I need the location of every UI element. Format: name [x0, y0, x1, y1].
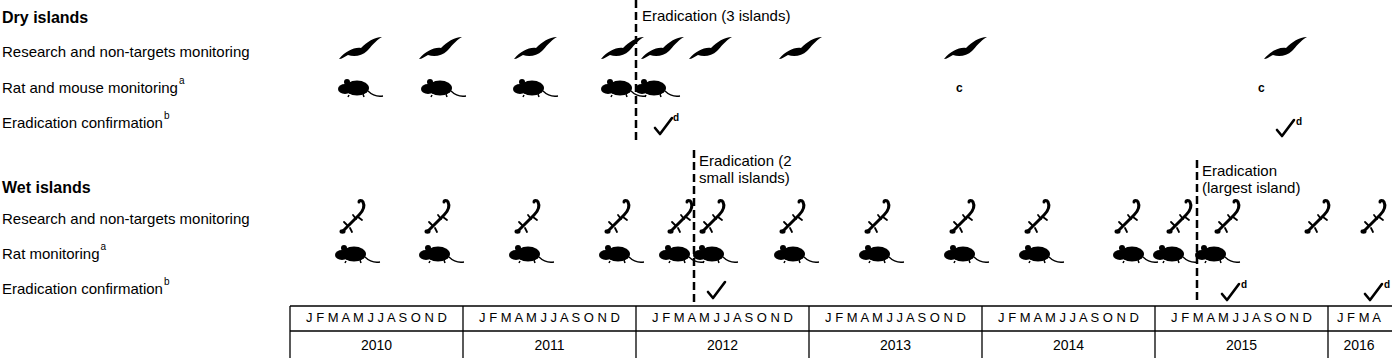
- bird-icon: [641, 37, 684, 59]
- check-mark: [708, 282, 725, 298]
- rodent-icon: [599, 245, 644, 263]
- footnote-mark: d: [1296, 116, 1302, 128]
- rodent-icon: [859, 245, 904, 263]
- year-label: 2015: [1155, 337, 1328, 353]
- footnote-mark: a: [101, 241, 107, 253]
- eradication-line: [693, 150, 696, 302]
- bird-icon: [689, 37, 732, 59]
- bird-icon: [419, 37, 462, 59]
- month-row: J F M A M J J A S O N D: [1155, 311, 1328, 326]
- footnote-mark: b: [164, 276, 170, 288]
- year-label: 2012: [636, 337, 809, 353]
- year-label: 2013: [809, 337, 982, 353]
- bird-icon: [339, 37, 382, 59]
- gecko-icon: [950, 201, 974, 234]
- rodent-icon: [335, 245, 380, 263]
- event-label: Eradication (largest island): [1202, 162, 1327, 197]
- gecko-icon: [425, 201, 449, 234]
- rodent-icon: [693, 245, 738, 263]
- footnote-mark: a: [179, 75, 185, 87]
- month-row: J F M A M J J A S O N D: [290, 311, 463, 326]
- rodent-icon: [1019, 245, 1064, 263]
- check-mark: [655, 118, 672, 134]
- year-label: 2016: [1328, 337, 1390, 353]
- row-label: Research and non-targets monitoring: [2, 210, 250, 227]
- timeline-axis: [290, 306, 1392, 358]
- gecko-icon: [1167, 201, 1191, 234]
- footnote-mark: c: [956, 82, 963, 96]
- gecko-icon: [1115, 201, 1139, 234]
- month-row: J F M A M J J A S O N D: [982, 311, 1155, 326]
- month-row: J F M A M J J A S O N D: [636, 311, 809, 326]
- gecko-icon: [1305, 201, 1329, 234]
- eradication-line: [635, 0, 638, 140]
- rodent-icon: [1195, 245, 1240, 263]
- row-label: Eradication confirmation: [2, 114, 163, 131]
- gecko-icon: [1025, 201, 1049, 234]
- gecko-icon: [605, 201, 629, 234]
- rodent-icon: [421, 79, 466, 97]
- year-label: 2010: [290, 337, 463, 353]
- bird-icon: [514, 37, 557, 59]
- rodent-icon: [635, 79, 680, 97]
- row-label: Rat and mouse monitoring: [2, 79, 178, 96]
- month-row: J F M A: [1328, 311, 1390, 326]
- gecko-icon: [865, 201, 889, 234]
- check-mark: [1365, 284, 1382, 300]
- gecko-icon: [780, 201, 804, 234]
- bird-icon: [1264, 37, 1307, 59]
- gecko-icon: [1215, 201, 1239, 234]
- rodent-icon: [338, 79, 383, 97]
- gecko-icon: [668, 201, 692, 234]
- rodent-icon: [513, 79, 558, 97]
- eradication-line: [1196, 160, 1199, 302]
- rodent-icon: [774, 245, 819, 263]
- gecko-icon: [340, 201, 364, 234]
- month-row: J F M A M J J A S O N D: [463, 311, 636, 326]
- footnote-mark: d: [1241, 279, 1247, 291]
- row-label: Research and non-targets monitoring: [2, 43, 250, 60]
- gecko-icon: [700, 201, 724, 234]
- bird-icon: [779, 37, 822, 59]
- rodent-icon: [509, 245, 554, 263]
- group-heading: Dry islands: [2, 9, 88, 27]
- rodent-icon: [419, 245, 464, 263]
- bird-icon: [601, 37, 644, 59]
- row-label: Rat monitoring: [2, 245, 100, 262]
- check-mark: [1222, 284, 1239, 300]
- footnote-mark: d: [1384, 279, 1390, 291]
- event-label: Eradication (3 islands): [642, 7, 790, 24]
- footnote-mark: b: [164, 110, 170, 122]
- footnote-mark: c: [1258, 82, 1265, 96]
- event-label: Eradication (2 small islands): [699, 152, 824, 187]
- bird-icon: [944, 37, 987, 59]
- row-label: Eradication confirmation: [2, 280, 163, 297]
- year-label: 2014: [982, 337, 1155, 353]
- rodent-icon: [1113, 245, 1158, 263]
- month-row: J F M A M J J A S O N D: [809, 311, 982, 326]
- gecko-icon: [515, 201, 539, 234]
- rodent-icon: [944, 245, 989, 263]
- footnote-mark: d: [673, 112, 679, 124]
- rodent-icon: [1153, 245, 1198, 263]
- gecko-icon: [1361, 201, 1385, 234]
- year-label: 2011: [463, 337, 636, 353]
- group-heading: Wet islands: [2, 179, 91, 197]
- check-mark: [1277, 120, 1294, 136]
